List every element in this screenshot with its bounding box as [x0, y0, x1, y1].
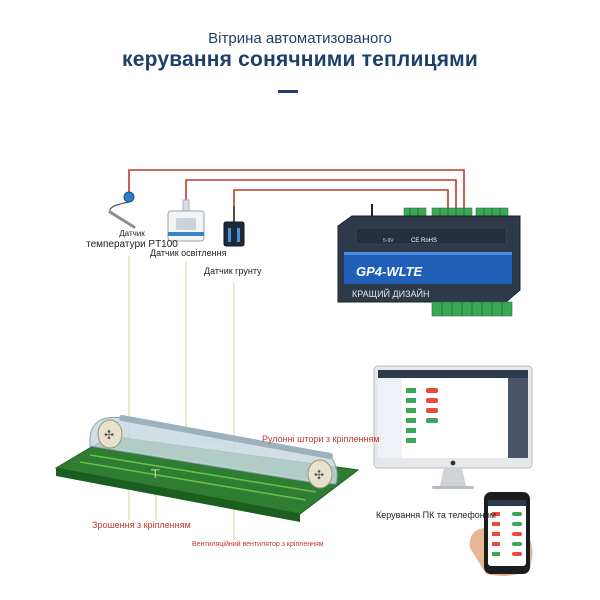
- temperature-sensor-label-line1: Датчик: [119, 229, 145, 238]
- fan-front-icon: ✣: [104, 428, 114, 442]
- phone-screen: [488, 500, 526, 566]
- header-subtitle: Вітрина автоматизованого: [208, 30, 392, 47]
- title-divider: [278, 90, 298, 93]
- wire-temperature: [128, 169, 465, 210]
- soil-sensor-body: [223, 221, 245, 247]
- irrigation-icon: ⊤: [150, 467, 160, 481]
- greenhouse-ground-edge: [56, 468, 300, 522]
- monitor-status-rows: [406, 388, 438, 443]
- controller-tagline: КРАЩИЙ ДИЗАЙН: [352, 288, 430, 299]
- fan-front: [97, 419, 123, 449]
- phone-statusbar: [488, 500, 526, 506]
- temperature-sensor-probe: [108, 210, 136, 229]
- smartphone: [469, 492, 533, 576]
- fan-back-icon: ✣: [314, 468, 324, 482]
- temperature-sensor-label-line2: температури PT100: [86, 239, 178, 250]
- light-sensor-label: Датчик освітлення: [150, 248, 227, 258]
- controller-model: GP4-WLTE: [356, 264, 423, 279]
- irrigation-label: Зрошення з кріпленням: [92, 520, 191, 530]
- monitor-base: [432, 486, 474, 489]
- controller-panel-highlight: [344, 252, 512, 255]
- controller: GP4-WLTE КРАЩИЙ ДИЗАЙН CE RoHS 5-9V: [337, 204, 521, 317]
- temperature-sensor-head: [123, 191, 135, 203]
- monitor-right-panel: [508, 378, 528, 458]
- pc-monitor: [373, 365, 533, 489]
- control-label: Керування ПК та телефоном: [376, 510, 496, 520]
- curtain-label: Рулонні штори з кріпленням: [262, 434, 380, 444]
- temperature-sensor: [108, 191, 136, 229]
- fan-label: Вентиляційний вентилятор з кріпленням: [192, 541, 324, 548]
- controller-panel: [344, 252, 512, 284]
- greenhouse-curtain: [119, 415, 333, 459]
- temperature-sensor-cable: [109, 201, 130, 213]
- fan-back: [307, 459, 333, 489]
- light-sensor: [167, 199, 205, 242]
- apple-logo-icon: [450, 460, 456, 466]
- light-sensor-window: [176, 218, 196, 230]
- phone-status-rows: [492, 512, 522, 556]
- controller-voltage: 5-9V: [383, 238, 394, 244]
- controller-cert: CE RoHS: [411, 238, 437, 244]
- monitor-screen: [378, 370, 528, 458]
- monitor-titlebar: [378, 370, 528, 378]
- header-title: керування сонячними теплицями: [121, 48, 478, 71]
- controller-io-strip: [355, 227, 507, 245]
- temperature-sensor-label: Датчик температури PT100: [86, 228, 178, 250]
- light-sensor-antenna: [182, 199, 190, 213]
- greenhouse: ✣ ✣ ⊤: [54, 415, 360, 522]
- monitor-stand: [440, 468, 466, 486]
- light-sensor-stripe: [168, 232, 204, 236]
- soil-sensor: [223, 206, 245, 247]
- soil-sensor-label: Датчик грунту: [204, 266, 262, 276]
- wire-light: [185, 179, 457, 210]
- monitor-sidebar: [378, 378, 402, 458]
